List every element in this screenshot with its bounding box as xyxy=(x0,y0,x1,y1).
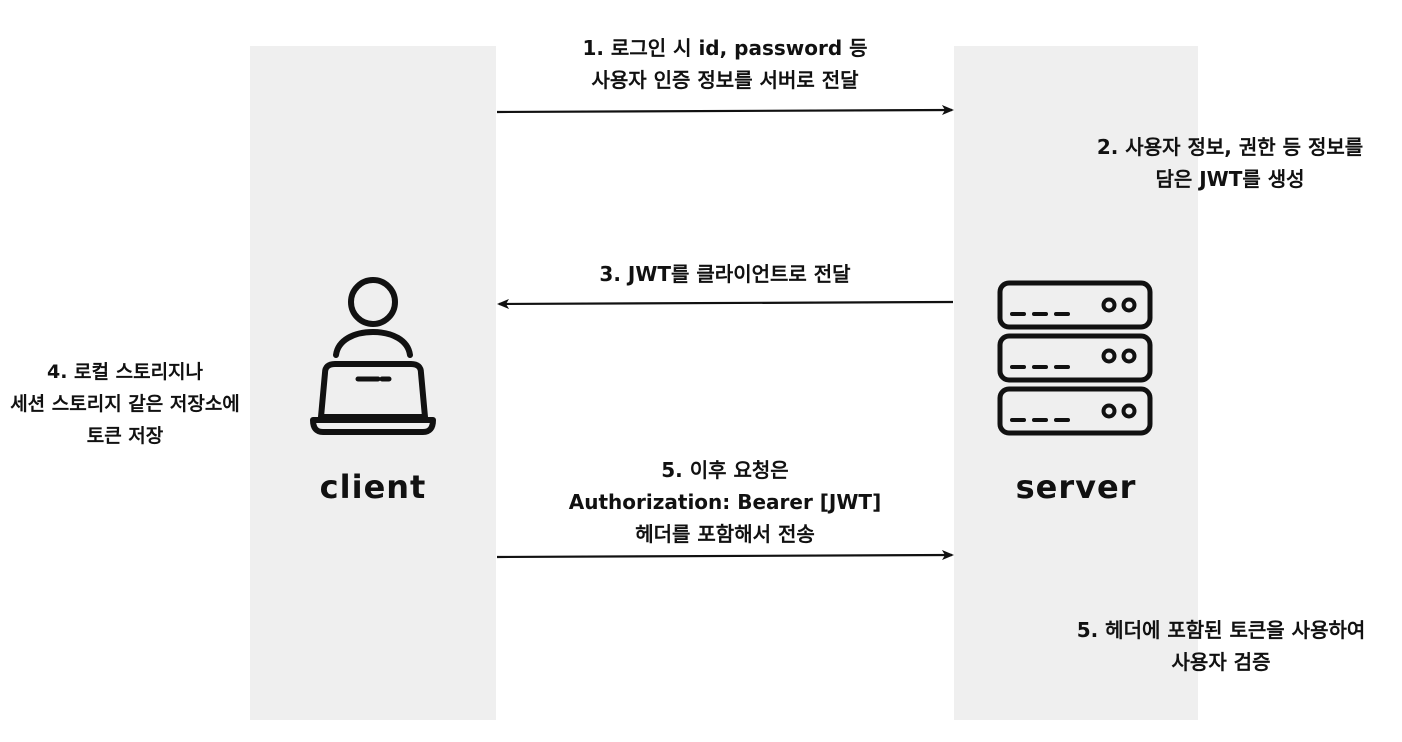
laptop-user-icon xyxy=(310,277,436,435)
step-5-line-1: 5. 이후 요청은 xyxy=(661,458,789,482)
arrow-authorized-request xyxy=(496,550,954,561)
step-5-line-3: 헤더를 포함해서 전송 xyxy=(635,522,815,546)
step-6-line-1: 5. 헤더에 포함된 토큰을 사용하여 xyxy=(1076,618,1366,642)
step-3-label: 3. JWT를 클라이언트로 전달 xyxy=(500,258,950,290)
step-1-line-1: 1. 로그인 시 id, password 등 xyxy=(582,36,868,60)
step-4-line-2: 세션 스토리지 같은 저장소에 xyxy=(10,393,240,415)
step-6-label: 5. 헤더에 포함된 토큰을 사용하여 사용자 검증 xyxy=(1040,614,1402,678)
server-lane xyxy=(954,46,1198,720)
step-1-label: 1. 로그인 시 id, password 등 사용자 인증 정보를 서버로 전… xyxy=(500,32,950,96)
step-2-line-2: 담은 JWT를 생성 xyxy=(1155,167,1305,191)
arrow-jwt-response xyxy=(497,298,954,309)
server-rack-icon xyxy=(997,280,1153,436)
step-1-line-2: 사용자 인증 정보를 서버로 전달 xyxy=(591,68,859,92)
step-4-line-1: 4. 로컬 스토리지나 xyxy=(46,361,204,383)
step-5-line-2: Authorization: Bearer [JWT] xyxy=(568,490,882,514)
client-label: client xyxy=(319,468,427,506)
step-4-line-3: 토큰 저장 xyxy=(86,425,164,447)
client-lane xyxy=(250,46,496,720)
arrow-login-request xyxy=(496,105,954,116)
step-3-line-1: 3. JWT를 클라이언트로 전달 xyxy=(599,262,851,286)
step-5-label: 5. 이후 요청은 Authorization: Bearer [JWT] 헤더… xyxy=(500,454,950,550)
step-2-label: 2. 사용자 정보, 권한 등 정보를 담은 JWT를 생성 xyxy=(1060,131,1400,195)
step-6-line-2: 사용자 검증 xyxy=(1171,650,1271,674)
step-2-line-1: 2. 사용자 정보, 권한 등 정보를 xyxy=(1096,135,1364,159)
server-label: server xyxy=(1015,468,1137,506)
step-4-label: 4. 로컬 스토리지나 세션 스토리지 같은 저장소에 토큰 저장 xyxy=(0,356,250,452)
